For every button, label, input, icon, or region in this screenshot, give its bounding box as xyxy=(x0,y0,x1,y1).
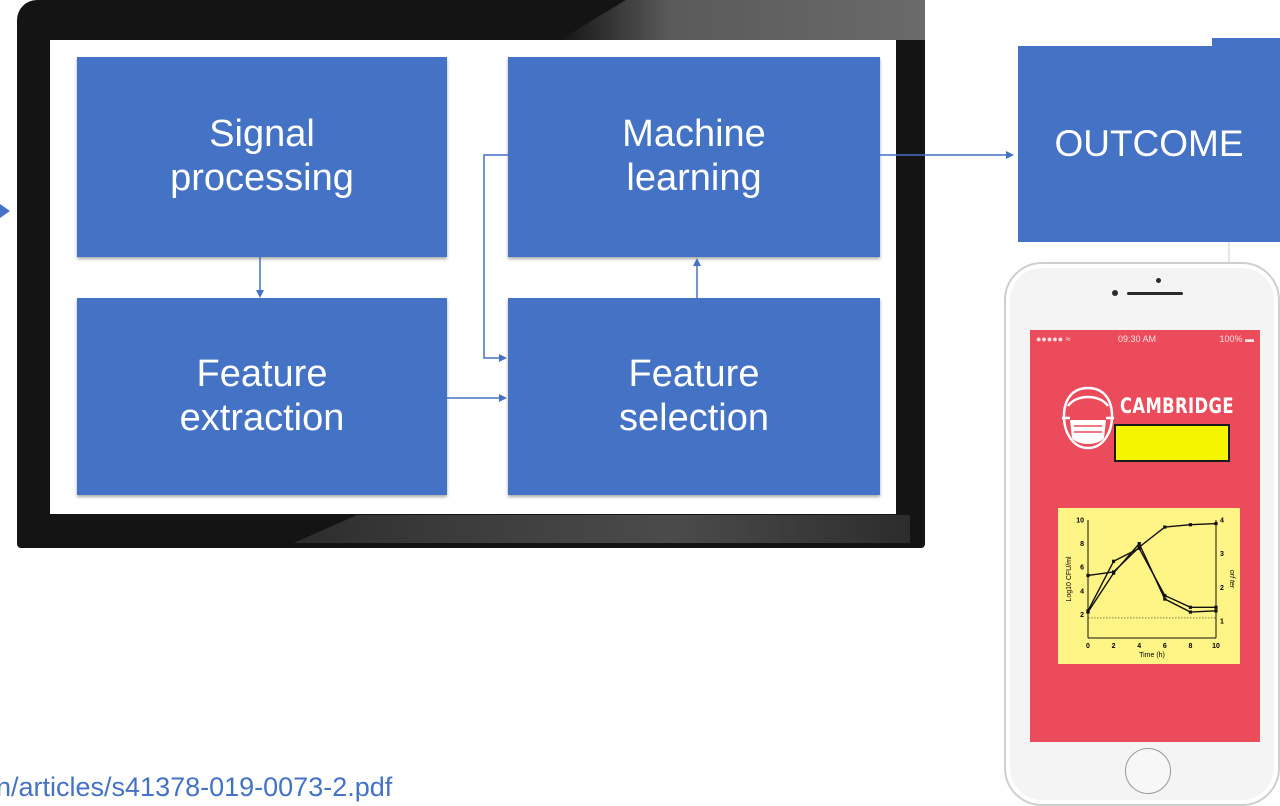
data-point xyxy=(1086,573,1090,578)
data-point xyxy=(1086,610,1090,614)
laptop-bezel-glare xyxy=(293,515,910,543)
series-line xyxy=(1087,522,1217,577)
data-point xyxy=(1214,521,1218,526)
signal-processing-label: Signal processing xyxy=(170,113,354,199)
app-brand-name: CAMBRIDGE xyxy=(1120,394,1234,418)
brand-highlight-field xyxy=(1114,424,1230,462)
y-tick-label: 2 xyxy=(1080,612,1084,619)
x-axis-label: Time (h) xyxy=(1139,652,1165,659)
status-time: 09:30 AM xyxy=(1118,334,1157,344)
x-tick-label: 0 xyxy=(1086,643,1090,650)
phone-speaker xyxy=(1127,292,1183,295)
data-point xyxy=(1188,605,1192,609)
data-point xyxy=(1188,523,1192,527)
data-point xyxy=(1163,525,1167,529)
y-right-tick-label: 2 xyxy=(1220,585,1224,592)
article-url-link[interactable]: n/articles/s41378-019-0073-2.pdf xyxy=(0,772,393,802)
data-point xyxy=(1163,593,1167,598)
y-tick-label: 8 xyxy=(1080,541,1084,548)
data-point xyxy=(1163,597,1167,601)
y-axis-right-label: orf ter xyxy=(1228,570,1235,589)
signal-icon: ●●●●● ≈ xyxy=(1036,334,1071,344)
x-tick-label: 4 xyxy=(1137,643,1141,650)
phone-camera-icon xyxy=(1156,278,1161,283)
outcome-box: OUTCOME xyxy=(1018,46,1280,242)
phone-home-button[interactable] xyxy=(1125,748,1171,794)
outcome-box-notch xyxy=(1212,38,1280,48)
outcome-label: OUTCOME xyxy=(1054,123,1244,164)
masked-face-icon xyxy=(1062,386,1114,450)
feature-extraction-box: Feature extraction xyxy=(77,298,447,495)
machine-learning-label: Machine learning xyxy=(622,113,766,199)
incoming-arrow-icon xyxy=(0,204,10,218)
y-tick-label: 4 xyxy=(1080,588,1084,595)
machine-learning-box: Machine learning xyxy=(508,57,880,257)
x-tick-label: 8 xyxy=(1188,643,1192,650)
data-point xyxy=(1112,559,1116,563)
phone-sensor-icon xyxy=(1112,290,1118,296)
y-tick-label: 10 xyxy=(1076,518,1084,525)
data-point xyxy=(1188,610,1192,614)
x-tick-label: 10 xyxy=(1212,643,1220,650)
series-line xyxy=(1087,547,1216,612)
data-point xyxy=(1214,609,1218,613)
data-point xyxy=(1112,571,1116,575)
outcome-divider xyxy=(1228,242,1230,262)
data-point xyxy=(1137,542,1141,546)
phone-status-bar: ●●●●● ≈ 09:30 AM 100% ▬ xyxy=(1034,334,1256,348)
laptop-glare xyxy=(560,0,925,40)
battery-icon: 100% ▬ xyxy=(1219,334,1254,344)
feature-selection-box: Feature selection xyxy=(508,298,880,495)
signal-processing-box: Signal processing xyxy=(77,57,447,257)
y-right-tick-label: 4 xyxy=(1220,518,1224,525)
y-right-tick-label: 3 xyxy=(1220,551,1224,558)
x-tick-label: 2 xyxy=(1112,643,1116,650)
feature-extraction-label: Feature extraction xyxy=(179,352,345,439)
series-line xyxy=(1087,542,1217,613)
y-right-tick-label: 1 xyxy=(1220,619,1224,626)
y-axis-label: Log10 CFU/ml xyxy=(1066,556,1073,602)
data-point xyxy=(1214,605,1218,609)
x-tick-label: 6 xyxy=(1163,643,1167,650)
y-tick-label: 6 xyxy=(1080,565,1084,572)
feature-selection-label: Feature selection xyxy=(619,352,769,439)
data-point xyxy=(1137,546,1141,550)
